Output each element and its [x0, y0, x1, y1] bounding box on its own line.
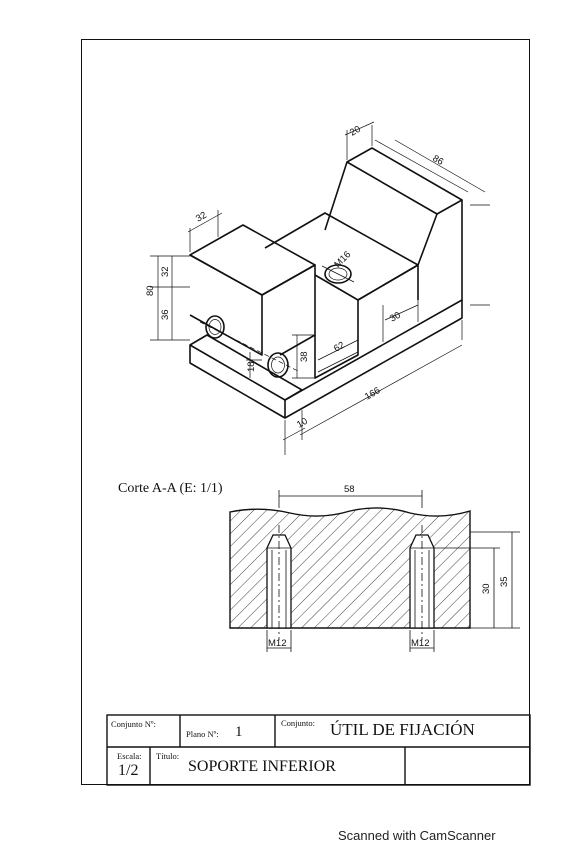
hole-side-right — [267, 352, 289, 378]
section-title: Corte A-A (E: 1/1) — [118, 481, 223, 496]
dim-18: 18 — [246, 361, 257, 372]
left-block-side — [261, 264, 316, 356]
dim-35: 35 — [499, 576, 510, 587]
conjunto-no-label: Conjunto Nº: — [111, 719, 156, 729]
titulo-value: SOPORTE INFERIOR — [188, 758, 336, 775]
dim-58: 58 — [344, 484, 355, 495]
plano-no-value: 1 — [235, 724, 243, 740]
dim-10: 10 — [295, 416, 310, 431]
dim-32-top: 32 — [194, 210, 209, 225]
dim-62: 62 — [332, 340, 347, 355]
hole-m16 — [324, 264, 352, 284]
dim-38: 38 — [299, 351, 310, 362]
dim-m12-left: M12 — [268, 638, 286, 649]
left-block-front — [189, 254, 263, 356]
titulo-label: Título: — [156, 751, 180, 761]
dim-32-side: 32 — [160, 266, 171, 277]
escala-label: Escala: — [117, 751, 142, 761]
dim-30: 30 — [481, 583, 492, 594]
conjunto-label: Conjunto: — [281, 718, 316, 728]
escala-value: 1/2 — [118, 762, 139, 779]
upright-inner — [357, 264, 419, 301]
conjunto-value: ÚTIL DE FIJACIÓN — [330, 720, 475, 739]
base-right-face — [284, 299, 463, 419]
upright-left-slope — [324, 161, 348, 231]
plano-no-label: Plano Nº: — [186, 729, 219, 739]
isometric-view: 20 86 32 32 80 36 38 18 30 62 10 166 M16 — [145, 121, 490, 455]
base-top-edge — [189, 334, 303, 401]
scanner-watermark: Scanned with CamScanner — [338, 828, 496, 843]
dim-86: 86 — [431, 153, 446, 168]
step-front — [314, 300, 359, 379]
hole-side-left — [205, 315, 225, 339]
dim-30-iso: 30 — [388, 310, 403, 325]
dim-36: 36 — [160, 309, 171, 320]
dim-20: 20 — [348, 124, 363, 139]
dim-m12-right: M12 — [411, 638, 429, 649]
dim-80: 80 — [145, 285, 156, 296]
